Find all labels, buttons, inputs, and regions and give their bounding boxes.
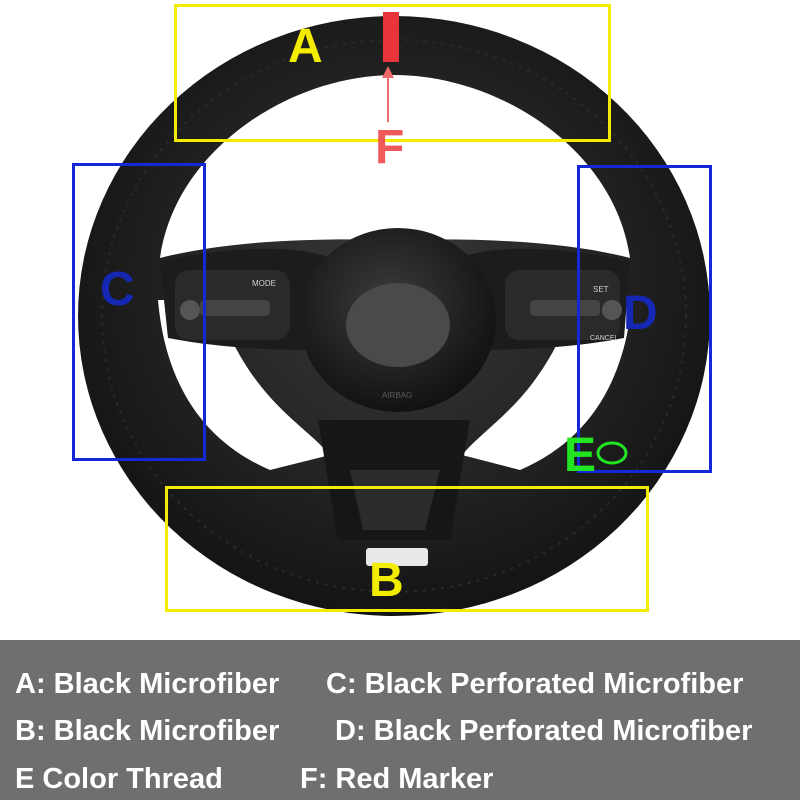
legend-item-f: F: Red Marker <box>300 763 494 795</box>
lower-spoke-trim <box>350 470 440 530</box>
materials-legend: A: Black Microfiber C: Black Perforated … <box>0 640 800 800</box>
lower-badge <box>366 548 428 566</box>
red-marker <box>383 12 399 62</box>
zone-a-box <box>174 4 611 142</box>
legend-item-a: A: Black Microfiber <box>15 668 280 700</box>
left-rocker <box>200 300 270 316</box>
airbag-label: AIRBAG <box>382 391 412 400</box>
zone-d-label: D <box>623 287 658 340</box>
zone-b-box <box>165 486 649 612</box>
cancel-button-label: CANCEL <box>590 335 619 342</box>
zone-a-label: A <box>288 20 323 73</box>
hub-emblem-area <box>346 283 450 367</box>
right-rocker <box>530 300 600 316</box>
f-pointer-arrowhead <box>382 66 394 78</box>
stitch-line <box>101 39 687 593</box>
thread-loop-marker <box>596 441 628 465</box>
set-button-label: SET <box>593 285 609 294</box>
left-round-button <box>180 300 200 320</box>
mode-button-label: MODE <box>252 279 276 288</box>
steering-wheel-illustration: MODE SET CANCEL AIRBAG <box>78 12 710 616</box>
zone-f-label: F <box>375 121 405 174</box>
zone-c-box <box>72 163 206 461</box>
right-round-button <box>602 300 622 320</box>
zone-e-label: E <box>564 429 597 482</box>
legend-item-d: D: Black Perforated Microfiber <box>335 715 753 747</box>
legend-item-c: C: Black Perforated Microfiber <box>326 668 744 700</box>
steering-wheel-photo: MODE SET CANCEL AIRBAG A B C D E F <box>72 4 712 616</box>
zone-d-box <box>577 165 712 473</box>
zone-c-label: C <box>100 263 135 316</box>
legend-item-b: B: Black Microfiber <box>15 715 280 747</box>
zone-b-label: B <box>369 554 404 607</box>
upper-opening <box>160 75 630 258</box>
legend-item-e: E Color Thread <box>15 763 223 795</box>
